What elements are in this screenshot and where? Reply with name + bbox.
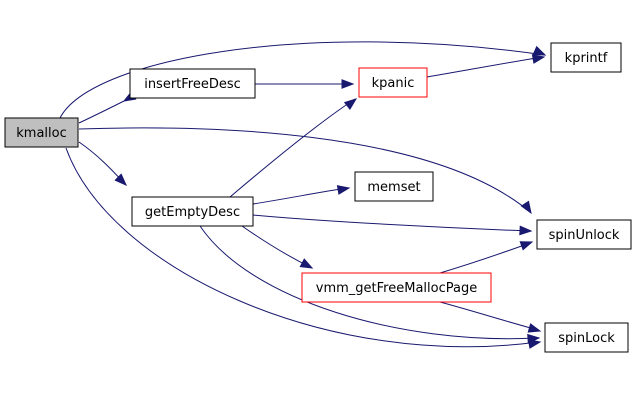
arrowhead-icon <box>336 185 351 195</box>
arrowhead-icon <box>527 333 541 344</box>
node-label-spinUnlock: spinUnlock <box>549 228 620 243</box>
arrowhead-icon <box>532 45 547 56</box>
edge-kpanic-to-kprintf <box>426 56 544 78</box>
edge-getEmptyDesc-to-kpanic <box>229 98 356 198</box>
edge-getEmptyDesc-to-memset <box>252 187 348 205</box>
edge-kmalloc-to-spinUnlock <box>78 127 531 213</box>
node-box-getEmptyDesc[interactable] <box>131 196 254 227</box>
edge-kmalloc-to-kprintf <box>59 41 546 119</box>
node-label-memset: memset <box>367 180 420 195</box>
node-spinUnlock[interactable]: spinUnlock <box>536 219 632 250</box>
edges-layer <box>59 41 546 348</box>
arrowhead-icon <box>531 54 546 64</box>
node-insertFreeDesc[interactable]: insertFreeDesc <box>129 68 256 99</box>
edge-kmalloc-to-insertFreeDesc <box>78 100 125 124</box>
node-spinLock[interactable]: spinLock <box>544 322 629 353</box>
node-box-insertFreeDesc[interactable] <box>129 68 256 99</box>
node-label-getEmptyDesc: getEmptyDesc <box>145 205 240 220</box>
arrowhead-icon <box>520 200 532 215</box>
arrowhead-icon <box>299 258 314 269</box>
node-box-spinUnlock[interactable] <box>536 219 632 250</box>
node-kmalloc[interactable]: kmalloc <box>4 117 79 148</box>
node-kpanic[interactable]: kpanic <box>358 67 428 98</box>
node-box-spinLock[interactable] <box>544 322 629 353</box>
node-vmm_getFreeMallocPage[interactable]: vmm_getFreeMallocPage <box>301 272 492 303</box>
edge-vmm_getFreeMallocPage-to-spinUnlock <box>439 242 531 274</box>
arrowhead-icon <box>519 241 534 251</box>
edge-getEmptyDesc-to-spinLock <box>199 225 538 340</box>
node-label-spinLock: spinLock <box>558 331 615 346</box>
node-label-kpanic: kpanic <box>372 76 415 91</box>
edge-kmalloc-to-spinLock <box>65 147 539 348</box>
node-box-vmm_getFreeMallocPage[interactable] <box>301 272 492 303</box>
node-getEmptyDesc[interactable]: getEmptyDesc <box>131 196 254 227</box>
node-box-kprintf[interactable] <box>550 42 622 73</box>
node-box-memset[interactable] <box>354 171 434 202</box>
node-kprintf[interactable]: kprintf <box>550 42 622 73</box>
arrowhead-icon <box>527 323 542 333</box>
arrowhead-icon <box>343 98 358 110</box>
edge-getEmptyDesc-to-vmm_getFreeMallocPage <box>241 225 311 268</box>
node-label-kmalloc: kmalloc <box>16 126 66 141</box>
node-label-vmm_getFreeMallocPage: vmm_getFreeMallocPage <box>316 281 477 296</box>
edge-vmm_getFreeMallocPage-to-spinLock <box>439 301 539 331</box>
node-label-insertFreeDesc: insertFreeDesc <box>144 77 241 92</box>
edge-getEmptyDesc-to-spinUnlock <box>252 214 530 232</box>
node-memset[interactable]: memset <box>354 171 434 202</box>
arrowhead-icon <box>519 225 533 236</box>
node-box-kmalloc[interactable] <box>4 117 79 148</box>
nodes-layer: kmalloc insertFreeDesc kpanic kprintf getEmp… <box>4 42 632 353</box>
arrowhead-icon <box>341 79 355 89</box>
node-label-kprintf: kprintf <box>565 51 608 66</box>
arrowhead-icon <box>114 173 127 186</box>
node-box-kpanic[interactable] <box>358 67 428 98</box>
